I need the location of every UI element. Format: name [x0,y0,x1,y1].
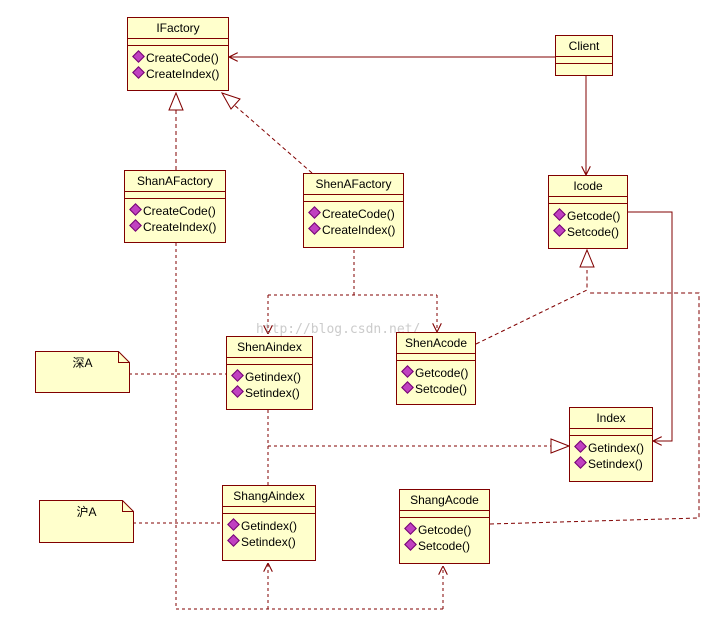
watermark-text: http://blog.csdn.net/ [256,322,421,337]
realize-shangacode-icode [489,292,700,525]
class-operations: CreateCode() CreateIndex() [128,46,228,84]
operation-icon [553,224,566,237]
operation-icon [308,222,321,235]
class-ifactory[interactable]: IFactory CreateCode() CreateIndex() [127,17,229,91]
operation: Getcode() [553,208,627,224]
class-attributes [125,192,225,199]
class-shenafactory[interactable]: ShenAFactory CreateCode() CreateIndex() [303,173,404,248]
operation-icon [401,381,414,394]
note-text: 沪A [76,505,97,519]
operation-icon [404,538,417,551]
realization-arrowhead [168,91,184,111]
class-name: ShenAFactory [304,174,403,195]
operation: Getindex() [574,440,652,456]
realization-arrowhead [220,92,241,110]
class-name: Icode [549,176,627,197]
operation: Setcode() [553,224,627,240]
operation: Setcode() [404,538,489,554]
class-name: ShanAFactory [125,171,225,192]
realize-shenacode-icode [475,270,588,345]
class-operations: CreateCode() CreateIndex() [125,199,225,237]
realize-shenafactory-ifactory [231,102,313,174]
operation-icon [231,385,244,398]
class-client[interactable]: Client [555,35,613,76]
operation: Setindex() [574,456,652,472]
operation-icon [227,518,240,531]
class-attributes [556,57,612,64]
class-shangacode[interactable]: ShangAcode Getcode() Setcode() [399,489,490,564]
operation-icon [129,203,142,216]
class-name: ShangAindex [223,486,315,507]
class-operations: Getindex() Setindex() [570,436,652,474]
class-attributes [227,358,312,365]
class-name: ShenAindex [227,337,312,358]
operation-icon [401,365,414,378]
class-operations: Getindex() Setindex() [223,514,315,552]
class-shenacode[interactable]: ShenAcode Getcode() Setcode() [396,332,476,405]
operation: CreateCode() [308,206,403,222]
operation: Getindex() [227,518,315,534]
operation: Setcode() [401,381,475,397]
operation: CreateIndex() [132,66,228,82]
class-name: Client [556,36,612,57]
class-operations: Getindex() Setindex() [227,365,312,403]
note-shape [39,500,134,543]
operation-icon [227,534,240,547]
class-attributes [400,511,489,518]
class-attributes [570,429,652,436]
realization-arrowhead [579,248,595,268]
realization-arrowhead [550,438,571,454]
operation: Getcode() [404,522,489,538]
note-shen[interactable]: 深A [35,351,130,393]
class-attributes [304,195,403,202]
operation: Setindex() [231,385,312,401]
class-operations: CreateCode() CreateIndex() [304,202,403,240]
operation: Getindex() [231,369,312,385]
operation-icon [404,522,417,535]
class-index[interactable]: Index Getindex() Setindex() [569,407,653,482]
operation: Setindex() [227,534,315,550]
class-operations: Getcode() Setcode() [400,518,489,556]
operation-icon [553,208,566,221]
assoc-icode-index [628,211,673,441]
class-attributes [223,507,315,514]
class-name: Index [570,408,652,429]
class-operations: Getcode() Setcode() [397,361,475,399]
operation: CreateCode() [132,50,228,66]
operation-icon [308,206,321,219]
class-name: ShangAcode [400,490,489,511]
note-hu[interactable]: 沪A [39,500,134,543]
note-shape [35,351,130,393]
operation-icon [132,66,145,79]
operation: CreateIndex() [308,222,403,238]
operation-icon [132,50,145,63]
note-text: 深A [72,356,93,370]
class-name: IFactory [128,18,228,39]
operation: CreateIndex() [129,219,225,235]
operation-icon [574,456,587,469]
class-shangaindex[interactable]: ShangAindex Getindex() Setindex() [222,485,316,561]
operation: CreateCode() [129,203,225,219]
class-name: ShenAcode [397,333,475,354]
class-attributes [549,197,627,204]
class-operations: Getcode() Setcode() [549,204,627,242]
class-attributes [128,39,228,46]
operation-icon [231,369,244,382]
class-attributes [397,354,475,361]
operation-icon [574,440,587,453]
operation: Getcode() [401,365,475,381]
class-icode[interactable]: Icode Getcode() Setcode() [548,175,628,249]
class-shanafactory[interactable]: ShanAFactory CreateCode() CreateIndex() [124,170,226,243]
operation-icon [129,219,142,232]
class-shenaindex[interactable]: ShenAindex Getindex() Setindex() [226,336,313,410]
